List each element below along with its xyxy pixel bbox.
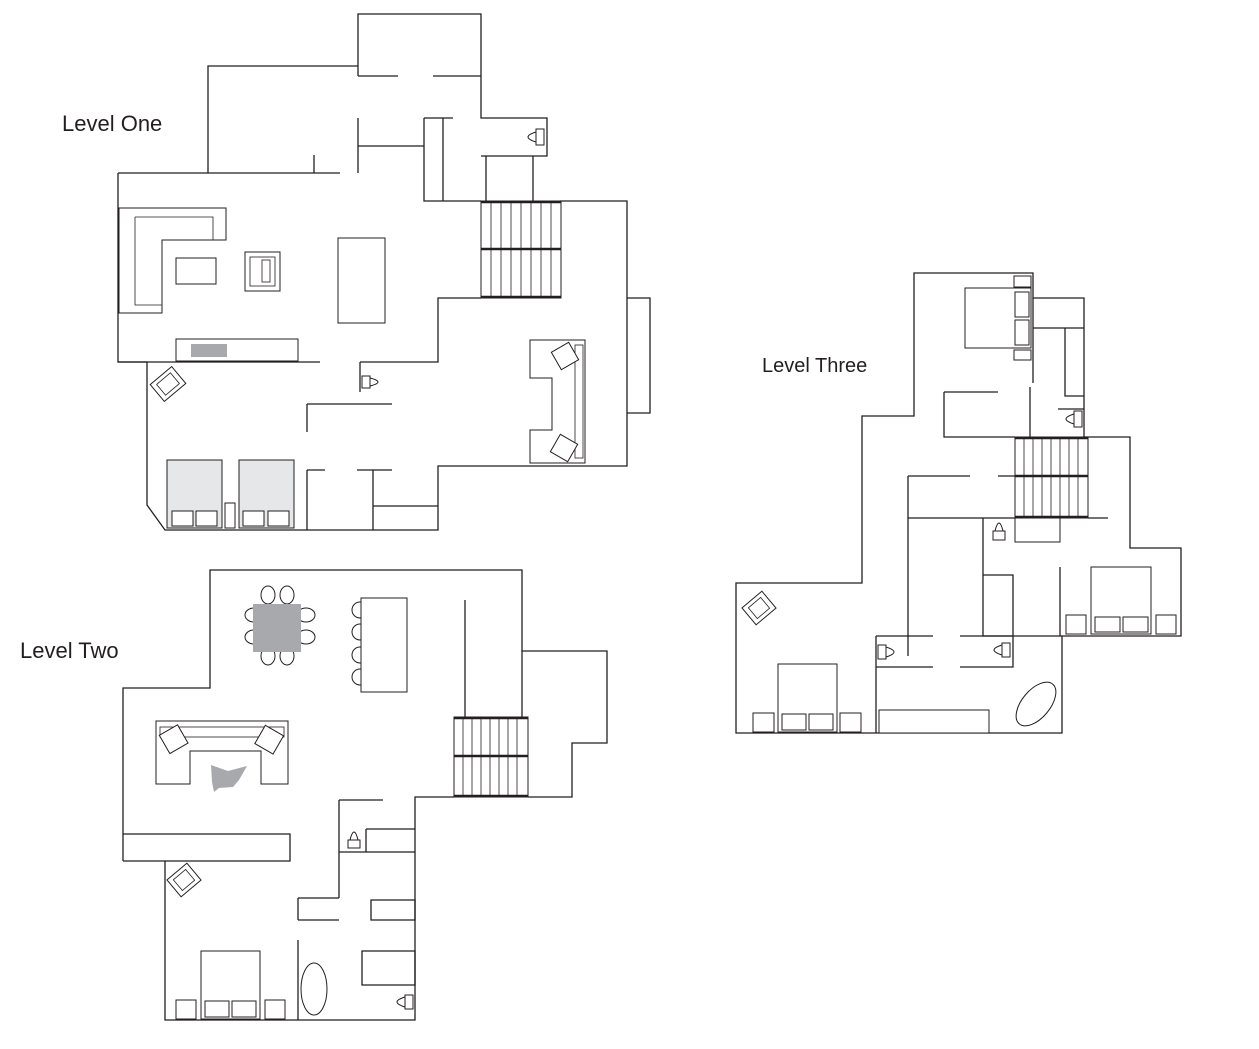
coffee-table [175,257,217,285]
level-two-bed [175,950,286,1020]
toilet-icon [527,128,545,146]
sectional-sofa [118,207,227,314]
level-two-plan [122,569,608,1021]
tv-screen [191,344,227,357]
toilet-icon [347,831,361,849]
twin-beds [166,459,295,529]
toilet-icon [361,375,379,389]
toilet-icon [1065,410,1083,428]
kitchen-island-stools [351,597,408,693]
bathtub [1015,681,1057,727]
level-one-plan [117,13,651,531]
level-one-sofa-area [529,339,586,464]
level-one-bedroom-chair [149,365,187,403]
toilet-icon [993,642,1011,658]
level-one-label: Level One [62,111,163,136]
toilet-icon [396,994,414,1010]
level-three-plan [735,272,1182,734]
armchair [244,251,281,292]
level-one-staircase [480,200,562,299]
level-three-label: Level Three [762,355,868,377]
kitchen-island [337,237,386,324]
level-two-staircase [453,716,529,798]
bathtub [300,962,328,1016]
level-three-right-bed [1065,566,1177,635]
level-three-staircase [1014,436,1089,519]
level-three-top-bed [964,275,1084,397]
dining-table [244,585,316,666]
vanity [878,709,990,734]
toilet-icon [992,522,1006,541]
toilet-icon [877,644,895,660]
level-two-bedroom-chair [166,862,202,898]
level-three-bottom-bed [741,590,862,733]
level-two-label: Level Two [20,638,119,663]
level-two-sofa-set [155,720,289,792]
